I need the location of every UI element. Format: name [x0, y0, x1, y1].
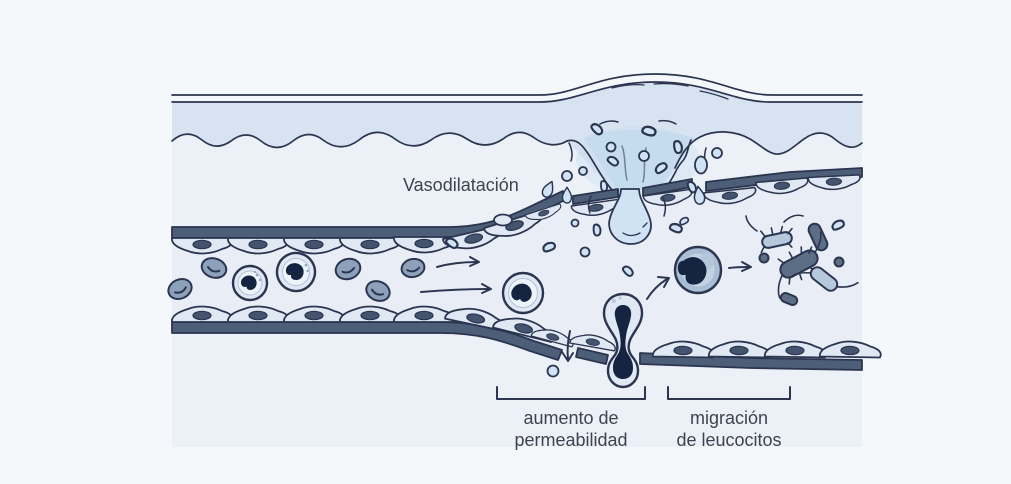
annotations: Vasodilatación aumento de permeabilidad … [403, 175, 791, 450]
droplet [561, 170, 573, 182]
red-blood-cell [334, 257, 362, 281]
dermis-boundary-right [674, 131, 863, 169]
bacterium [760, 225, 793, 254]
leak-arrow [566, 330, 571, 360]
swelling-dashes [611, 82, 729, 100]
migration-arrows [646, 261, 752, 300]
bacterium-coccus [833, 256, 845, 268]
permeability-label-line1: aumento de [523, 408, 618, 428]
red-blood-cell [365, 280, 391, 302]
diapedesis-leukocyte [602, 292, 644, 389]
flow-arrow [436, 261, 478, 268]
dermis-boundary-left [171, 131, 568, 149]
vasodilation-label: Vasodilatación [403, 175, 519, 195]
flow-arrows [420, 256, 492, 294]
bacterium [777, 231, 822, 299]
bacterium [807, 222, 829, 252]
permeability-label-line2: permeabilidad [514, 430, 627, 450]
leukocytes-intravascular [231, 251, 545, 315]
red-blood-cell [167, 278, 193, 300]
to-bacteria-arrow [728, 266, 750, 269]
large-exudate-droplet [608, 188, 652, 245]
migration-label-line1: migración [690, 408, 768, 428]
vessel-lumen [172, 170, 862, 360]
droplet [694, 155, 708, 175]
protein-flecks [443, 121, 847, 279]
permeability-bracket [496, 386, 646, 400]
bacterium-coccus [758, 252, 770, 264]
bacteria-cluster [745, 214, 859, 306]
red-blood-cell [400, 257, 426, 279]
permeability-leak [561, 330, 574, 362]
leaked-droplet [546, 364, 560, 378]
leukocyte [275, 251, 317, 293]
plasma-droplets [443, 119, 847, 279]
bacterium [791, 266, 859, 292]
bacterium [779, 292, 799, 306]
epidermis-lines [171, 73, 863, 103]
red-blood-cell [200, 257, 228, 279]
emigrated-leukocyte [673, 245, 723, 295]
endothelial-cells-upper [171, 174, 862, 255]
leukocyte [231, 264, 269, 302]
flow-arrow [420, 288, 490, 293]
migration-label-line2: de leucocitos [676, 430, 781, 450]
migration-bracket [667, 386, 791, 400]
migration-arrow [646, 278, 668, 300]
red-blood-cells [167, 257, 426, 302]
lower-vessel-wall [171, 302, 882, 371]
rolling-leukocyte [501, 271, 545, 315]
splash-strokes [568, 119, 708, 217]
